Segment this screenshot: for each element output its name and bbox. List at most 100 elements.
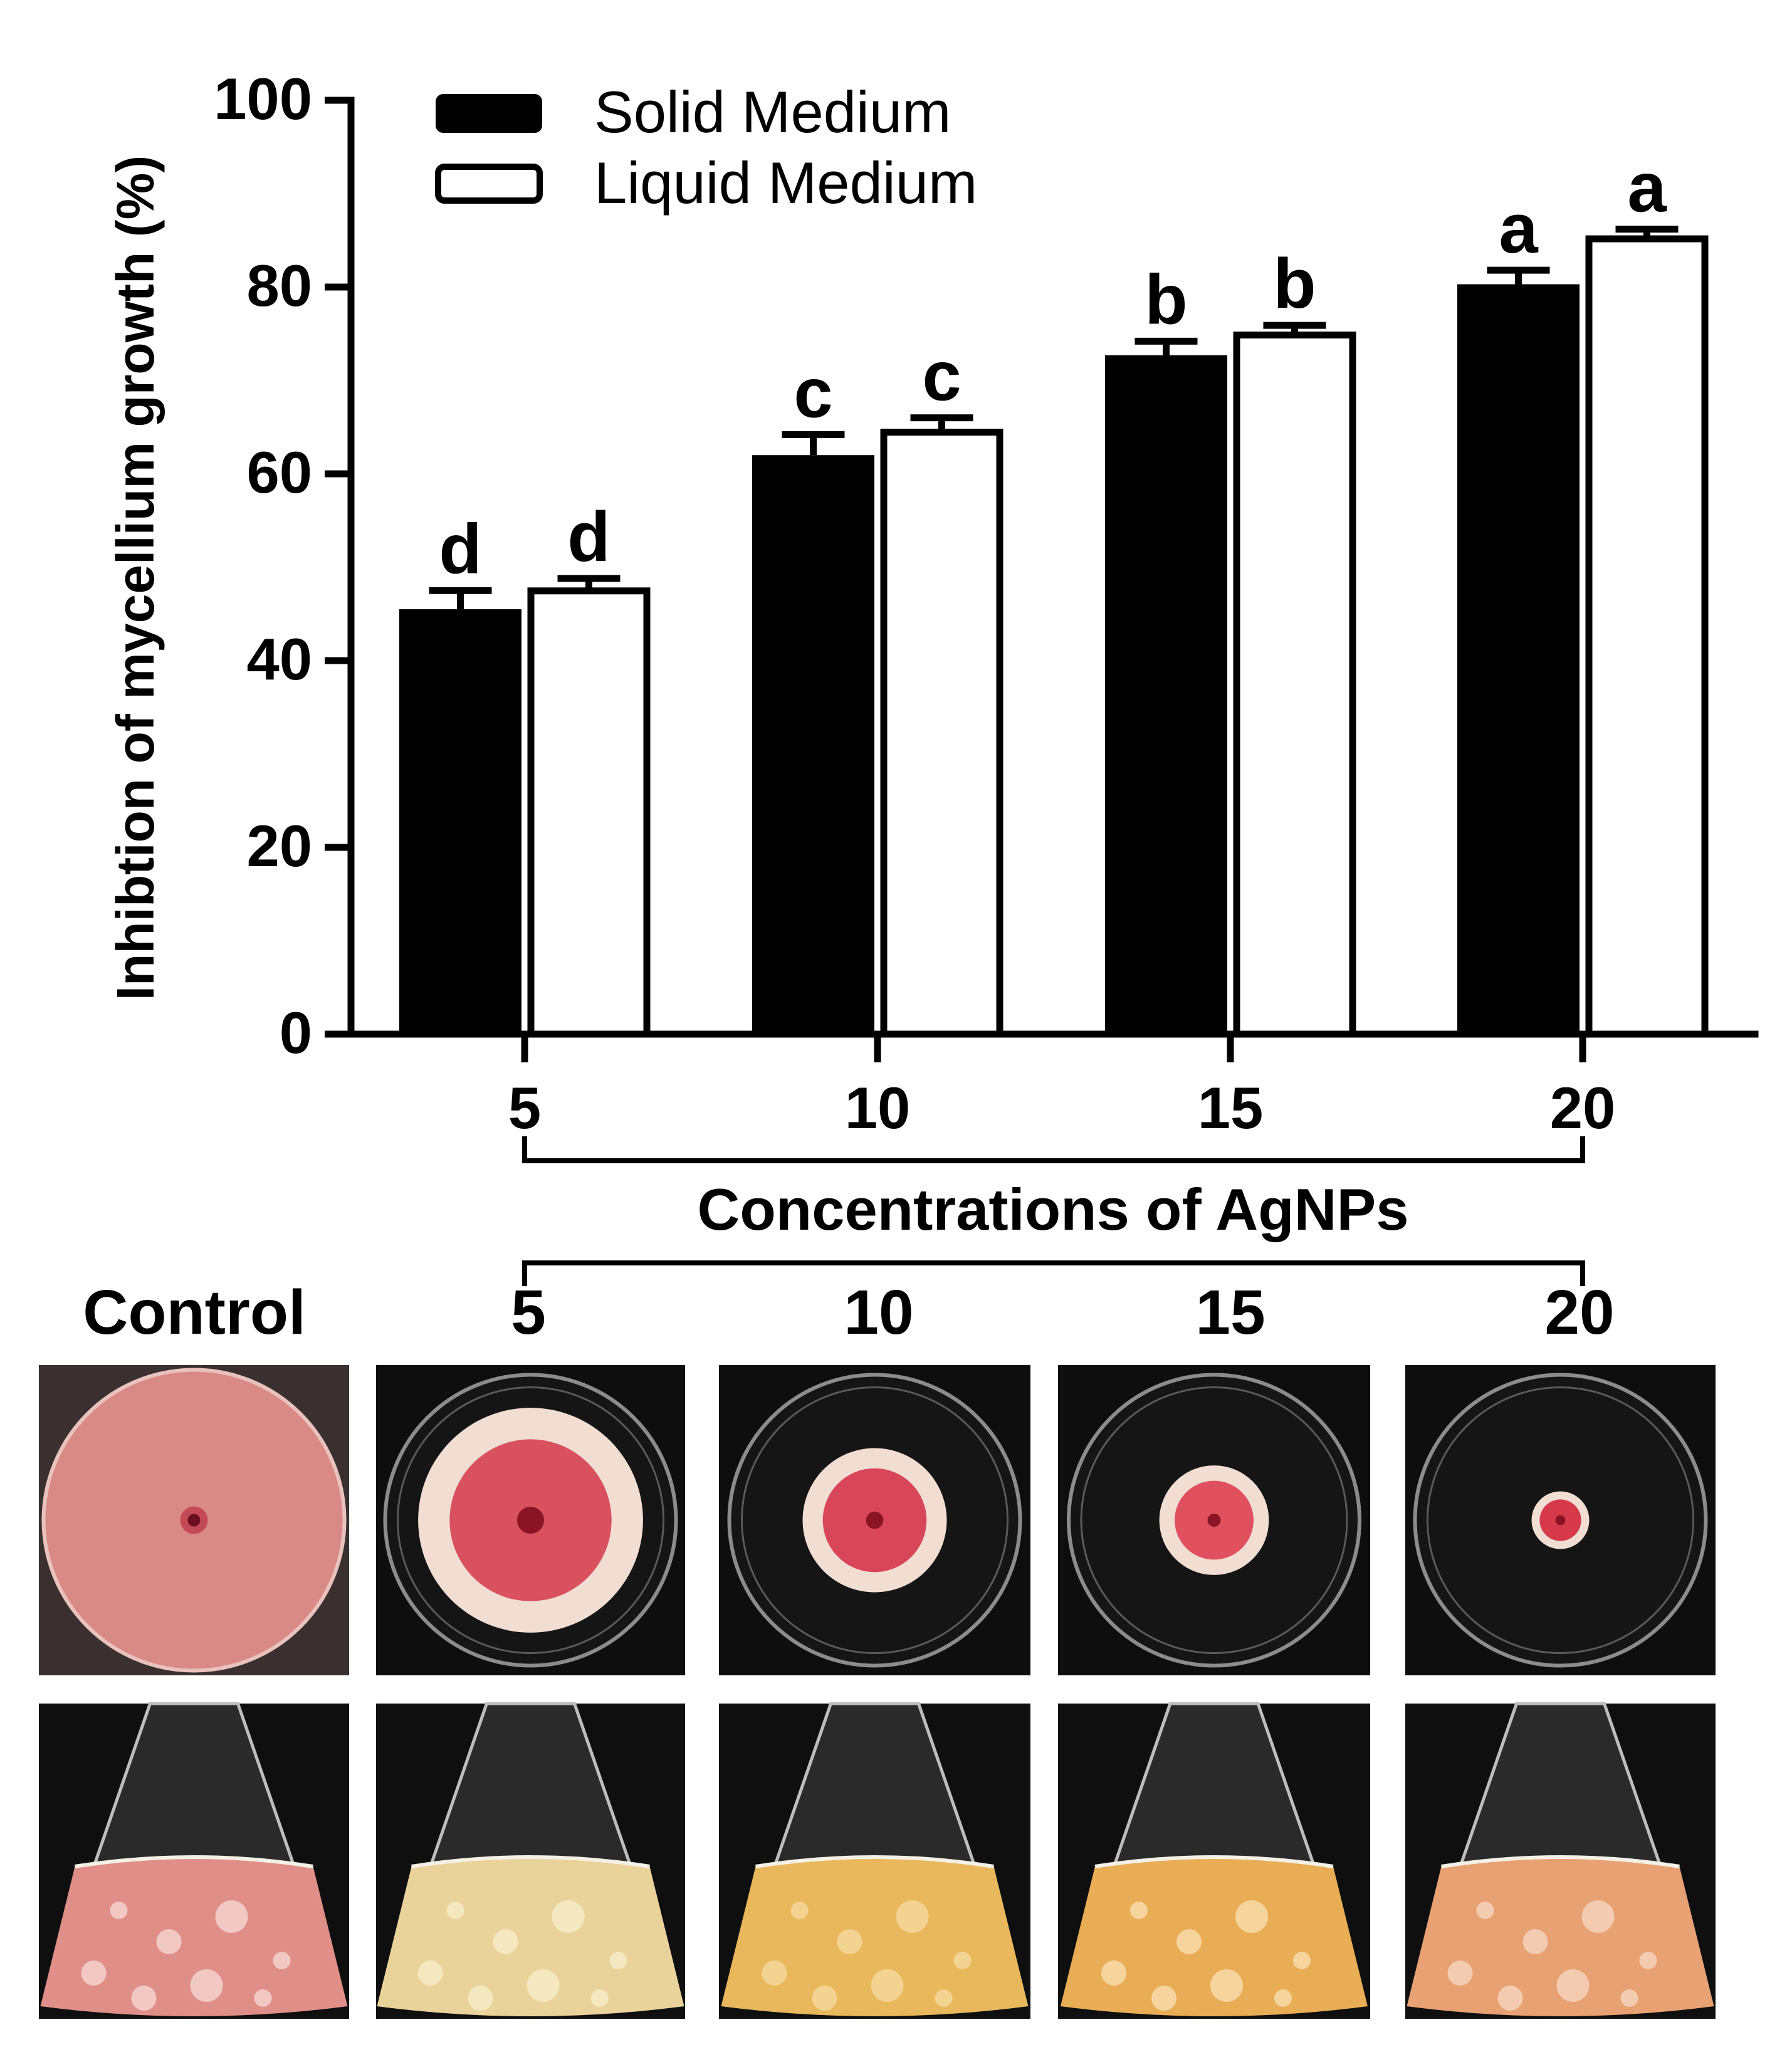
bar-liquid-medium (1233, 332, 1356, 1038)
photo-column-label: 15 (1195, 1277, 1265, 1348)
mycelial-pellet (1556, 1969, 1590, 2002)
mycelial-pellet (1522, 1929, 1548, 1954)
culture-liquid (721, 1857, 1029, 2016)
inoculum (1555, 1515, 1566, 1526)
mycelial-pellet (953, 1952, 972, 1969)
x-axis-bracket (522, 1136, 1585, 1163)
culture-liquid (1061, 1857, 1368, 2016)
mycelial-pellet (446, 1902, 464, 1919)
mycelial-pellet (1274, 1989, 1292, 2007)
significance-label: d (567, 498, 610, 576)
plate-photo (376, 1365, 685, 1675)
flask-photo (1405, 1702, 1716, 2019)
mycelial-pellet (896, 1900, 929, 1933)
inoculum-center (187, 1514, 201, 1527)
significance-label: c (794, 353, 832, 432)
mycelial-pellet (215, 1900, 248, 1933)
mycelial-pellet (762, 1961, 787, 1986)
mycelial-pellet (1293, 1952, 1311, 1969)
flask-photo (376, 1702, 685, 2019)
culture-liquid (1407, 1857, 1714, 2016)
bar-liquid-medium (1585, 235, 1709, 1038)
mycelial-pellet (1497, 1986, 1523, 2011)
photo-column-label: Control (83, 1277, 305, 1348)
liquid-surface (1094, 1855, 1334, 1868)
bar-liquid-medium (527, 587, 651, 1038)
bar-solid-medium (399, 609, 521, 1034)
significance-label: a (1499, 189, 1538, 268)
legend-label-liquid-medium: Liquid Medium (594, 150, 977, 216)
culture-liquid (40, 1857, 348, 2016)
inoculum (1207, 1514, 1221, 1527)
mycelial-pellet (1130, 1902, 1148, 1919)
y-tick-label: 0 (280, 1000, 312, 1065)
photo-column-label: 5 (511, 1277, 546, 1348)
mycelial-pellet (1581, 1900, 1615, 1933)
y-tick-label: 100 (214, 66, 312, 132)
mycelial-pellet (156, 1929, 182, 1954)
mycelial-pellet (590, 1989, 609, 2007)
bar-solid-medium (1105, 355, 1227, 1034)
photo-column-label: 10 (844, 1277, 913, 1348)
significance-label: a (1627, 149, 1667, 227)
mycelial-pellet (1447, 1961, 1473, 1986)
petri-dish-rim (41, 1368, 347, 1673)
mycelial-pellet (110, 1902, 128, 1919)
photo-panel-bracket (522, 1260, 1585, 1286)
x-tick-label: 5 (508, 1075, 541, 1141)
petri-dish-inner-rim (741, 1386, 1009, 1654)
flask-photo (1058, 1702, 1370, 2019)
photo-panel: Control 5 10 15 20 (39, 1260, 1716, 2019)
mycelial-pellet (1620, 1989, 1638, 2007)
mycelial-pellet (254, 1989, 272, 2007)
y-tick-label: 80 (246, 253, 312, 318)
bar-solid-medium (752, 455, 874, 1034)
significance-label: b (1273, 244, 1316, 323)
y-tick-label: 40 (246, 626, 312, 692)
x-tick-label: 15 (1198, 1075, 1264, 1141)
mycelial-pellet (1210, 1969, 1243, 2002)
mycelial-pellet (812, 1986, 837, 2011)
bar-solid-medium (1457, 284, 1580, 1034)
plate-photo (719, 1365, 1030, 1675)
liquid-surface (755, 1855, 994, 1868)
significance-label: b (1145, 260, 1187, 338)
plate-photo (1058, 1365, 1370, 1675)
photo-column-label: 20 (1544, 1277, 1614, 1348)
flask-photo (719, 1702, 1030, 2019)
x-axis-title: Concentrations of AgNPs (697, 1176, 1408, 1242)
significance-label: d (439, 510, 481, 588)
mycelial-pellet (190, 1969, 223, 2002)
mycelial-pellet (273, 1952, 291, 1969)
plate-photo (1405, 1365, 1716, 1675)
mycelial-pellet (935, 1989, 953, 2007)
mycelial-pellet (1101, 1961, 1126, 1986)
mycelial-pellet (1639, 1952, 1657, 1969)
liquid-surface (1441, 1855, 1680, 1868)
legend-swatch-solid-medium (436, 94, 542, 133)
x-tick-label: 10 (845, 1075, 911, 1141)
mycelial-pellet (1151, 1986, 1176, 2011)
mycelial-pellet (552, 1900, 585, 1933)
mycelial-pellet (1235, 1900, 1268, 1933)
inoculum (866, 1511, 884, 1529)
petri-dish-inner-rim (1427, 1386, 1694, 1654)
mycelial-pellet (790, 1902, 809, 1919)
mycelial-pellet (493, 1929, 518, 1954)
flask-photo-row (39, 1702, 1716, 2019)
y-axis-title: Inhibtion of mycellium growth (%) (106, 155, 165, 1001)
mycelial-pellet (417, 1961, 443, 1986)
petri-dish-inner-rim (1080, 1386, 1348, 1654)
y-tick-label: 60 (246, 439, 312, 505)
liquid-surface (75, 1855, 313, 1868)
mycelial-pellet (131, 1986, 157, 2011)
mycelial-pellet (837, 1929, 862, 1954)
y-tick-label: 20 (246, 813, 312, 879)
mycelial-pellet (81, 1961, 107, 1986)
plate-photo (39, 1365, 349, 1675)
petri-dish-inner-rim (397, 1386, 664, 1654)
